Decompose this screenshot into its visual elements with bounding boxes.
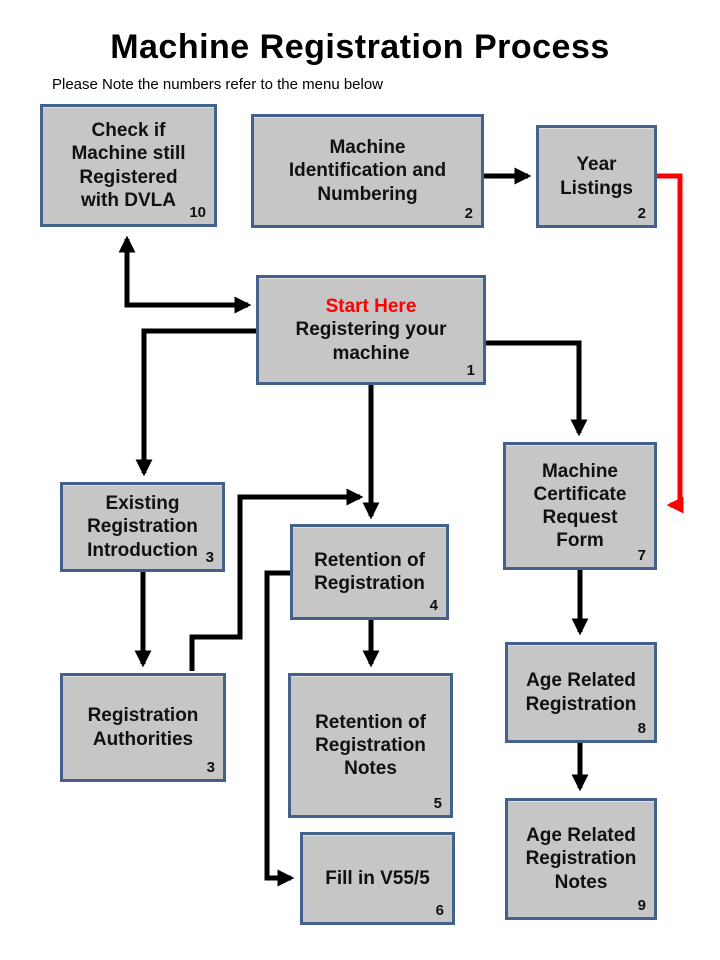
node-machine-certificate-request-form-number: 7 bbox=[637, 547, 646, 564]
node-existing-registration-introduction-label: Existing Registration Introduction bbox=[87, 493, 198, 561]
node-registration-authorities[interactable]: Registration Authorities 3 bbox=[60, 673, 226, 782]
node-registration-authorities-number: 3 bbox=[206, 759, 215, 776]
node-machine-certificate-request-form-label: Machine Certificate Request Form bbox=[533, 460, 627, 552]
arrow-start-here-to-existing-registration bbox=[135, 328, 256, 477]
node-age-related-registration[interactable]: Age Related Registration 8 bbox=[505, 642, 657, 743]
node-start-here[interactable]: Start Here Registering your machine 1 bbox=[256, 275, 486, 385]
node-existing-registration-introduction[interactable]: Existing Registration Introduction 3 bbox=[60, 482, 225, 572]
node-start-here-highlight: Start Here bbox=[325, 296, 417, 318]
arrow-start-here-to-check-dvla-double bbox=[118, 235, 252, 314]
node-retention-of-registration-notes[interactable]: Retention of Registration Notes 5 bbox=[288, 673, 453, 818]
node-machine-identification-number: 2 bbox=[464, 205, 473, 222]
node-check-dvla[interactable]: Check if Machine still Registered with D… bbox=[40, 104, 217, 227]
node-year-listings-number: 2 bbox=[637, 205, 646, 222]
node-check-dvla-label: Check if Machine still Registered with D… bbox=[71, 120, 186, 211]
page-title: Machine Registration Process bbox=[110, 28, 610, 66]
node-machine-identification-label: Machine Identification and Numbering bbox=[288, 137, 447, 205]
node-machine-certificate-request-form[interactable]: Machine Certificate Request Form 7 bbox=[503, 442, 657, 570]
page-subtitle: Please Note the numbers refer to the men… bbox=[52, 76, 384, 93]
node-age-related-registration-label: Age Related Registration bbox=[525, 670, 637, 715]
arrow-year-listings-to-certificate-form-red bbox=[655, 173, 684, 514]
node-age-related-registration-notes-label: Age Related Registration Notes bbox=[525, 825, 637, 893]
node-retention-of-registration-notes-label: Retention of Registration Notes bbox=[315, 711, 426, 780]
node-check-dvla-number: 10 bbox=[189, 204, 206, 221]
node-age-related-registration-number: 8 bbox=[637, 720, 646, 737]
arrow-start-here-to-certificate-form bbox=[486, 340, 588, 437]
node-fill-in-v55[interactable]: Fill in V55/5 6 bbox=[300, 832, 455, 925]
node-retention-of-registration[interactable]: Retention of Registration 4 bbox=[290, 524, 449, 620]
node-machine-identification[interactable]: Machine Identification and Numbering 2 bbox=[251, 114, 484, 228]
node-fill-in-v55-label: Fill in V55/5 bbox=[325, 867, 430, 889]
node-existing-registration-introduction-number: 3 bbox=[205, 549, 214, 566]
node-year-listings-label: Year Listings bbox=[560, 154, 633, 199]
node-registration-authorities-label: Registration Authorities bbox=[87, 705, 199, 750]
node-retention-of-registration-label: Retention of Registration bbox=[314, 549, 425, 594]
node-fill-in-v55-number: 6 bbox=[435, 902, 444, 919]
node-year-listings[interactable]: Year Listings 2 bbox=[536, 125, 657, 228]
node-age-related-registration-notes[interactable]: Age Related Registration Notes 9 bbox=[505, 798, 657, 920]
node-retention-of-registration-notes-number: 5 bbox=[433, 795, 442, 812]
node-age-related-registration-notes-number: 9 bbox=[637, 897, 646, 914]
node-start-here-number: 1 bbox=[466, 362, 475, 379]
node-retention-of-registration-number: 4 bbox=[429, 597, 438, 614]
node-start-here-label: Registering your machine bbox=[295, 319, 447, 364]
